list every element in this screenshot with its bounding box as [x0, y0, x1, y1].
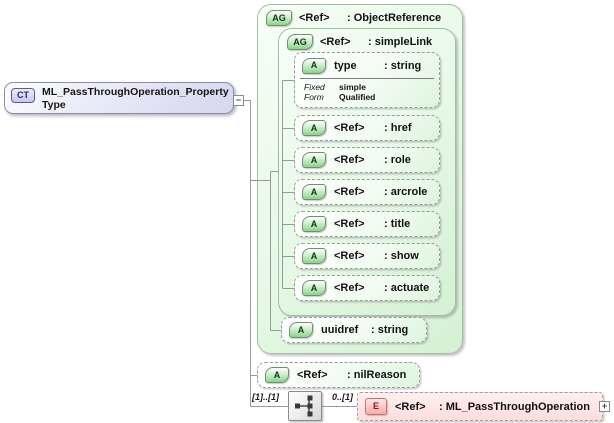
ref-label: <Ref>: [297, 369, 328, 381]
attribute-name: type: [334, 59, 357, 72]
attribute-type: : href: [384, 122, 412, 134]
attribute-icon: A: [302, 152, 326, 168]
facet-label: Fixed: [304, 82, 325, 92]
attribute-group-objectreference-header: AG <Ref> : ObjectReference: [258, 5, 462, 26]
facet-separator: [300, 78, 434, 79]
sequence-glyph: [295, 395, 313, 417]
complextype-icon: CT: [11, 88, 35, 103]
ref-label: <Ref>: [334, 282, 365, 294]
ref-label: <Ref>: [334, 250, 365, 262]
collapse-toggle[interactable]: −: [233, 95, 244, 106]
attribute-role-box[interactable]: A <Ref> : role: [294, 147, 440, 173]
type-label: : ObjectReference: [347, 12, 442, 24]
attribute-uuidref-box[interactable]: A uuidref : string: [281, 317, 427, 343]
attribute-group-simplelink-header: AG <Ref> : simpleLink: [279, 29, 455, 50]
type-label: : simpleLink: [368, 36, 433, 48]
facet-form: Form Qualified: [304, 92, 439, 102]
cardinality-right: 0..[1]: [332, 392, 354, 402]
attribute-type: : string: [371, 324, 409, 336]
ref-label: <Ref>: [320, 36, 351, 48]
attribute-icon: A: [302, 120, 326, 136]
attribute-show-box[interactable]: A <Ref> : show: [294, 243, 440, 269]
attribute-icon: A: [289, 322, 313, 338]
attribute-type: : string: [384, 59, 422, 72]
ref-label: <Ref>: [334, 186, 365, 198]
ref-label: <Ref>: [334, 218, 365, 230]
ref-label: <Ref>: [395, 400, 426, 413]
attribute-type: : role: [384, 154, 411, 166]
attribute-title-box[interactable]: A <Ref> : title: [294, 211, 440, 237]
attribute-icon: A: [265, 367, 289, 383]
complextype-name: ML_PassThroughOperation_PropertyType: [42, 86, 229, 111]
attribute-type: : nilReason: [347, 369, 407, 381]
ref-label: <Ref>: [299, 12, 330, 24]
expand-toggle[interactable]: +: [599, 401, 610, 412]
cardinality-left: [1]..[1]: [252, 392, 279, 402]
facet-label: Form: [304, 92, 324, 102]
attribute-icon: A: [302, 248, 326, 264]
attribute-href-box[interactable]: A <Ref> : href: [294, 115, 440, 141]
attribute-type: : show: [384, 250, 419, 262]
attribute-type: : actuate: [384, 282, 430, 294]
attribute-name: uuidref: [321, 324, 359, 336]
attribute-group-icon: AG: [287, 34, 313, 50]
facet-value: Qualified: [339, 92, 376, 102]
sequence-compositor-icon[interactable]: [288, 391, 322, 421]
attribute-actuate-box[interactable]: A <Ref> : actuate: [294, 275, 440, 301]
facet-value: simple: [339, 82, 366, 92]
attribute-icon: A: [302, 57, 326, 74]
ref-label: <Ref>: [334, 122, 365, 134]
attribute-type: : arcrole: [384, 186, 428, 198]
facet-fixed: Fixed simple: [304, 82, 439, 92]
attribute-nilreason-box[interactable]: A <Ref> : nilReason: [257, 362, 420, 388]
attribute-group-icon: AG: [266, 10, 292, 26]
attribute-type: : title: [384, 218, 411, 230]
complextype-root-box[interactable]: CT ML_PassThroughOperation_PropertyType: [4, 82, 234, 114]
attribute-type-box[interactable]: A type : string Fixed simple Form Qualif…: [294, 52, 440, 108]
element-ml-passthroughoperation-box[interactable]: E <Ref> : ML_PassThroughOperation: [357, 392, 603, 421]
element-icon: E: [365, 398, 387, 415]
attribute-icon: A: [302, 280, 326, 296]
attribute-icon: A: [302, 184, 326, 200]
attribute-icon: A: [302, 216, 326, 232]
attribute-arcrole-box[interactable]: A <Ref> : arcrole: [294, 179, 440, 205]
ref-label: <Ref>: [334, 154, 365, 166]
element-type: : ML_PassThroughOperation: [439, 400, 590, 413]
